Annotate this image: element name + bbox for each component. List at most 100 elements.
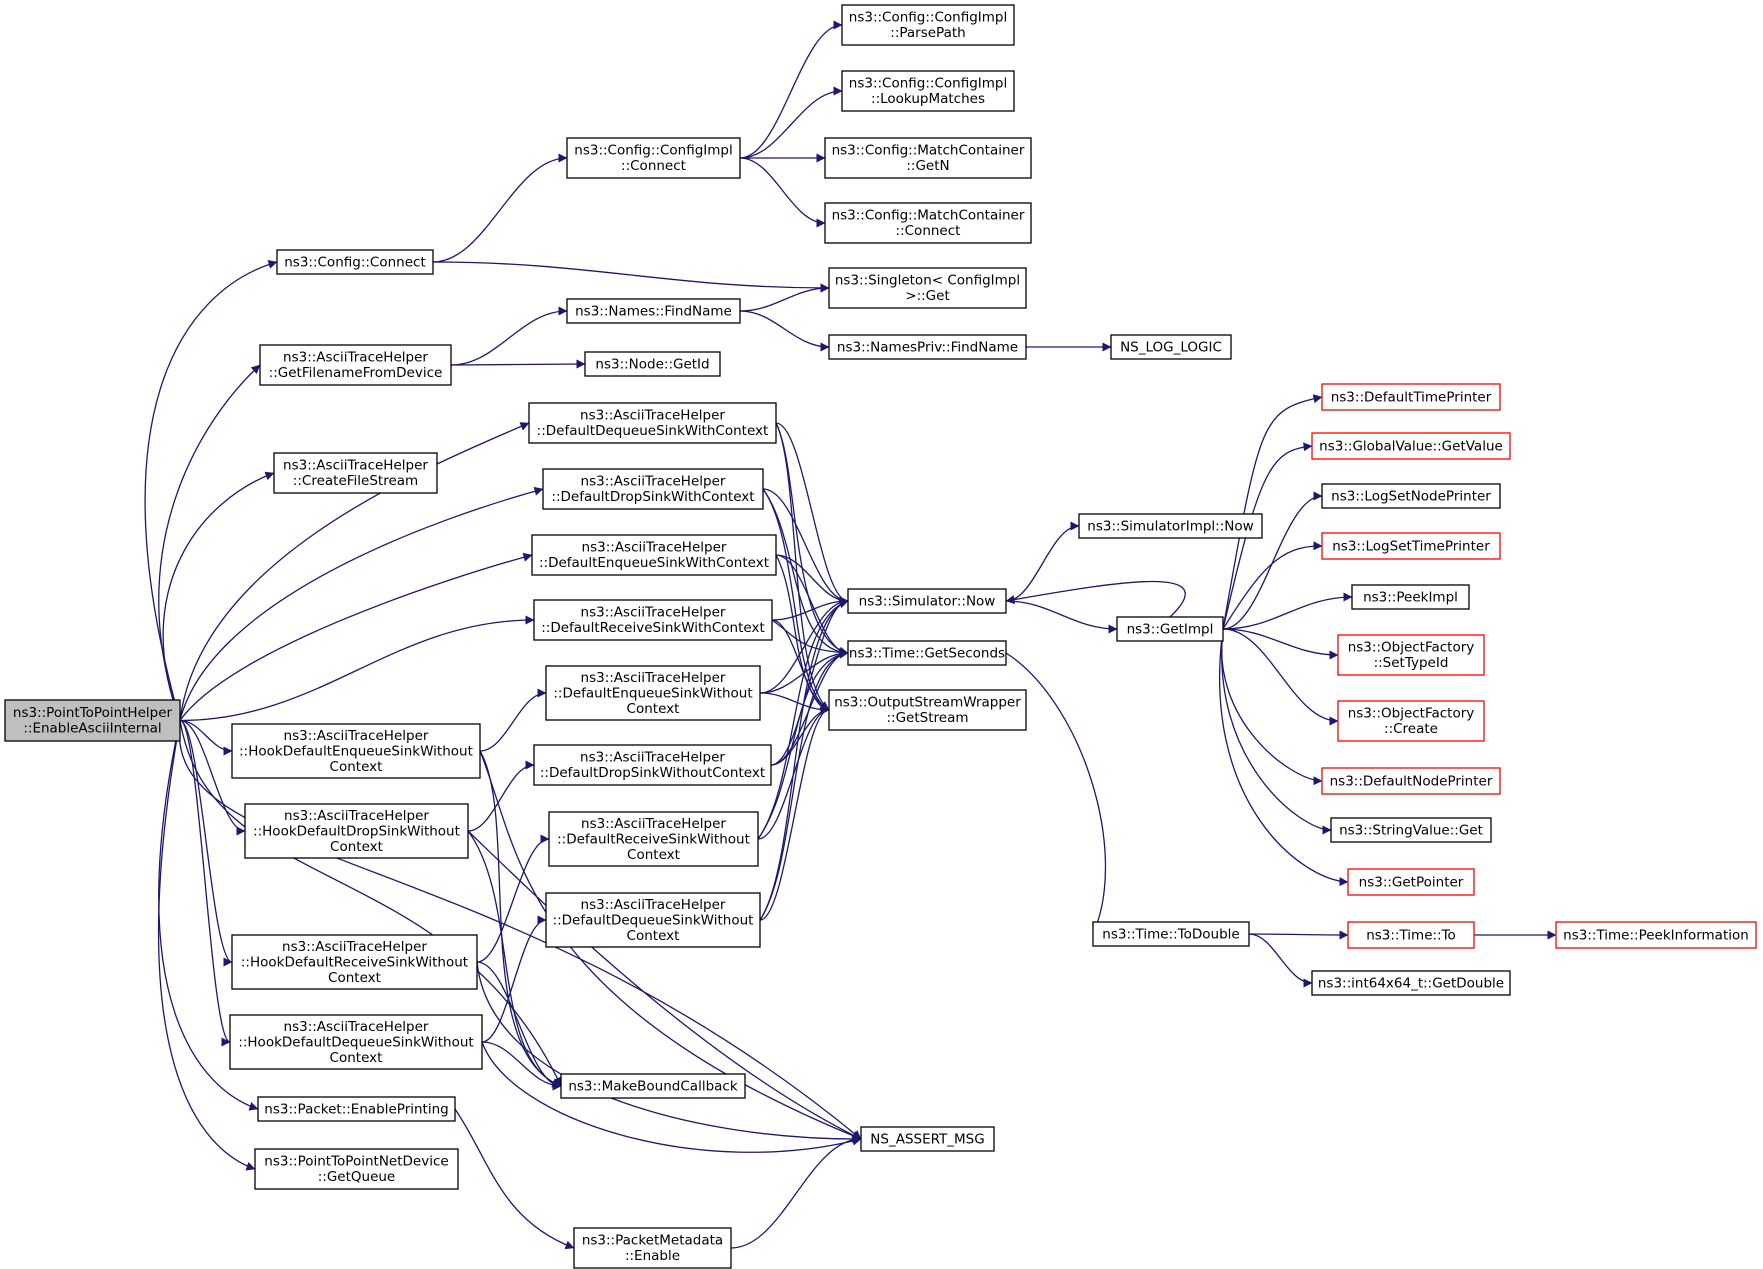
call-edge-cfg_connect-to-singleton_get: [432, 261, 830, 293]
node-label-line: ::DefaultDequeueSinkWithContext: [537, 423, 769, 439]
node-label-line: Context: [330, 1050, 383, 1066]
function-node-mc-connect[interactable]: ns3::Config::MatchContainer::Connect: [824, 202, 1032, 244]
call-edge-hook_deq_wo-to-ns_assert_msg: [481, 1041, 862, 1153]
node-label-line: ns3::Packet::EnablePrinting: [264, 1101, 448, 1117]
function-node-hook-enq-wo[interactable]: ns3::AsciiTraceHelper::HookDefaultEnqueu…: [231, 723, 481, 779]
node-label-line: ns3::Names::FindName: [575, 303, 732, 319]
function-node-root[interactable]: ns3::PointToPointHelper::EnableAsciiInte…: [4, 699, 181, 742]
function-node-get-filename[interactable]: ns3::AsciiTraceHelper::GetFilenameFromDe…: [259, 344, 452, 386]
node-box: [860, 1126, 995, 1152]
node-box: [1555, 921, 1757, 949]
function-node-mc-getn[interactable]: ns3::Config::MatchContainer::GetN: [824, 137, 1032, 179]
node-label-line: ::CreateFileStream: [293, 473, 418, 489]
call-edge-def_enq_ctx-to-osw_getstream: [775, 554, 830, 711]
function-node-of-create[interactable]: ns3::ObjectFactory::Create: [1337, 700, 1485, 742]
function-node-osw-getstream[interactable]: ns3::OutputStreamWrapper::GetStream: [828, 689, 1027, 731]
node-box: [1110, 334, 1232, 360]
call-edge-root-to-create_file_stream: [162, 471, 275, 721]
node-label-line: ns3::AsciiTraceHelper: [283, 458, 428, 474]
function-node-def-deq-ctx[interactable]: ns3::AsciiTraceHelper::DefaultDequeueSin…: [528, 402, 777, 444]
node-label-line: ::Connect: [621, 158, 686, 174]
function-node-namespriv-findname[interactable]: ns3::NamesPriv::FindName: [828, 334, 1027, 360]
function-node-def-recv-wo[interactable]: ns3::AsciiTraceHelper::DefaultReceiveSin…: [548, 811, 759, 867]
function-node-log-set-node-printer[interactable]: ns3::LogSetNodePrinter: [1321, 483, 1501, 509]
function-node-hook-deq-wo[interactable]: ns3::AsciiTraceHelper::HookDefaultDequeu…: [229, 1014, 483, 1070]
function-node-p2p-get-queue[interactable]: ns3::PointToPointNetDevice::GetQueue: [254, 1148, 459, 1190]
node-label-line: ::LookupMatches: [871, 91, 985, 107]
node-box: [531, 534, 777, 576]
node-label-line: ::ParsePath: [890, 25, 965, 41]
node-label-line: ns3::Simulator::Now: [859, 593, 996, 609]
function-node-singleton-get[interactable]: ns3::Singleton< ConfigImpl >::Get: [828, 267, 1027, 309]
function-node-stringvalue-get[interactable]: ns3::StringValue::Get: [1330, 817, 1492, 843]
node-label-line: ns3::AsciiTraceHelper: [581, 474, 726, 490]
function-node-names-findname[interactable]: ns3::Names::FindName: [566, 298, 741, 324]
function-node-time-todouble[interactable]: ns3::Time::ToDouble: [1092, 921, 1250, 947]
function-node-hook-recv-wo[interactable]: ns3::AsciiTraceHelper::HookDefaultReceiv…: [231, 934, 478, 990]
function-node-make-bound-cb[interactable]: ns3::MakeBoundCallback: [560, 1073, 746, 1099]
function-node-pkt-enable-printing[interactable]: ns3::Packet::EnablePrinting: [257, 1096, 456, 1122]
node-label-line: ns3::NamesPriv::FindName: [837, 339, 1018, 355]
call-edge-root-to-p2p_get_queue: [158, 720, 256, 1171]
function-node-def-deq-wo[interactable]: ns3::AsciiTraceHelper::DefaultDequeueSin…: [545, 892, 761, 948]
call-edge-root-to-hook_drop_wo: [179, 719, 246, 836]
function-node-time-getseconds[interactable]: ns3::Time::GetSeconds: [847, 640, 1007, 666]
function-node-time-peekinfo[interactable]: ns3::Time::PeekInformation: [1555, 921, 1757, 949]
function-node-cfg-connect[interactable]: ns3::Config::Connect: [276, 249, 434, 275]
node-label-line: NS_ASSERT_MSG: [870, 1131, 984, 1147]
function-node-def-drop-ctx[interactable]: ns3::AsciiTraceHelper::DefaultDropSinkWi…: [542, 468, 764, 510]
node-label-line: ns3::Node::GetId: [595, 356, 709, 372]
function-node-node-getid[interactable]: ns3::Node::GetId: [584, 351, 721, 377]
node-label-line: ns3::Config::Connect: [284, 254, 426, 270]
function-node-cfgimpl-connect[interactable]: ns3::Config::ConfigImpl::Connect: [566, 137, 741, 179]
function-node-int64-getdouble[interactable]: ns3::int64x64_t::GetDouble: [1311, 970, 1511, 996]
node-box: [528, 402, 777, 444]
call-edge-pkt_enable_printing-to-pktmeta_enable: [454, 1108, 575, 1250]
function-node-def-enq-ctx[interactable]: ns3::AsciiTraceHelper::DefaultEnqueueSin…: [531, 534, 777, 576]
node-label-line: ns3::AsciiTraceHelper: [580, 408, 725, 424]
call-edge-sim_now-to-getimpl: [1005, 600, 1118, 634]
function-node-simimpl-now[interactable]: ns3::SimulatorImpl::Now: [1078, 513, 1263, 539]
call-edge-root-to-hook_deq_wo: [179, 719, 231, 1047]
node-label-line: ns3::GetPointer: [1359, 874, 1464, 890]
node-label-line: ns3::AsciiTraceHelper: [581, 670, 726, 686]
node-box: [1321, 483, 1501, 509]
function-node-pktmeta-enable[interactable]: ns3::PacketMetadata::Enable: [573, 1227, 732, 1269]
node-label-line: Context: [330, 759, 383, 775]
function-node-gv-getvalue[interactable]: ns3::GlobalValue::GetValue: [1311, 432, 1511, 460]
function-node-def-node-printer[interactable]: ns3::DefaultNodePrinter: [1321, 767, 1501, 795]
node-box: [533, 744, 772, 786]
node-label-line: ::HookDefaultDropSinkWithout: [253, 823, 460, 839]
function-node-sim-now[interactable]: ns3::Simulator::Now: [847, 588, 1007, 614]
call-edge-def_drop_ctx-to-time_getseconds: [762, 488, 849, 658]
function-node-create-file-stream[interactable]: ns3::AsciiTraceHelper::CreateFileStream: [273, 452, 438, 494]
node-box: [824, 202, 1032, 244]
function-node-cfgimpl-lookupmatches[interactable]: ns3::Config::ConfigImpl::LookupMatches: [841, 70, 1015, 112]
function-node-getimpl[interactable]: ns3::GetImpl: [1116, 616, 1224, 642]
call-edge-def_deq_ctx-to-sim_now: [775, 422, 849, 606]
function-node-ns-log-logic[interactable]: NS_LOG_LOGIC: [1110, 334, 1232, 360]
function-node-cfgimpl-parsepath[interactable]: ns3::Config::ConfigImpl::ParsePath: [841, 4, 1015, 46]
node-label-line: ::GetFilenameFromDevice: [269, 365, 443, 381]
function-node-log-set-time-printer[interactable]: ns3::LogSetTimePrinter: [1321, 532, 1501, 560]
function-node-def-enq-wo[interactable]: ns3::AsciiTraceHelper::DefaultEnqueueSin…: [545, 665, 761, 721]
node-label-line: ns3::AsciiTraceHelper: [582, 540, 727, 556]
function-node-of-settypeid[interactable]: ns3::ObjectFactory::SetTypeId: [1337, 634, 1485, 676]
call-edge-hook_deq_wo-to-def_deq_wo: [481, 915, 547, 1043]
call-edge-hook_recv_wo-to-def_recv_wo: [476, 834, 550, 963]
function-node-getpointer[interactable]: ns3::GetPointer: [1347, 868, 1475, 896]
function-node-hook-drop-wo[interactable]: ns3::AsciiTraceHelper::HookDefaultDropSi…: [244, 803, 469, 859]
function-node-def-time-printer[interactable]: ns3::DefaultTimePrinter: [1321, 383, 1501, 411]
function-node-def-recv-ctx[interactable]: ns3::AsciiTraceHelper::DefaultReceiveSin…: [533, 599, 773, 641]
node-label-line: Context: [330, 839, 383, 855]
function-node-time-to[interactable]: ns3::Time::To: [1347, 921, 1475, 949]
function-node-def-drop-wo[interactable]: ns3::AsciiTraceHelper::DefaultDropSinkWi…: [533, 744, 772, 786]
node-box: [542, 468, 764, 510]
function-node-peekimpl[interactable]: ns3::PeekImpl: [1351, 584, 1470, 610]
function-node-ns-assert-msg[interactable]: NS_ASSERT_MSG: [860, 1126, 995, 1152]
node-box: [231, 934, 478, 990]
node-label-line: ::GetQueue: [318, 1169, 396, 1185]
node-label-line: ns3::Time::ToDouble: [1102, 926, 1239, 942]
node-label-line: ns3::Config::ConfigImpl: [574, 143, 732, 159]
call-edge-getimpl-to-of_settypeid: [1222, 628, 1339, 660]
